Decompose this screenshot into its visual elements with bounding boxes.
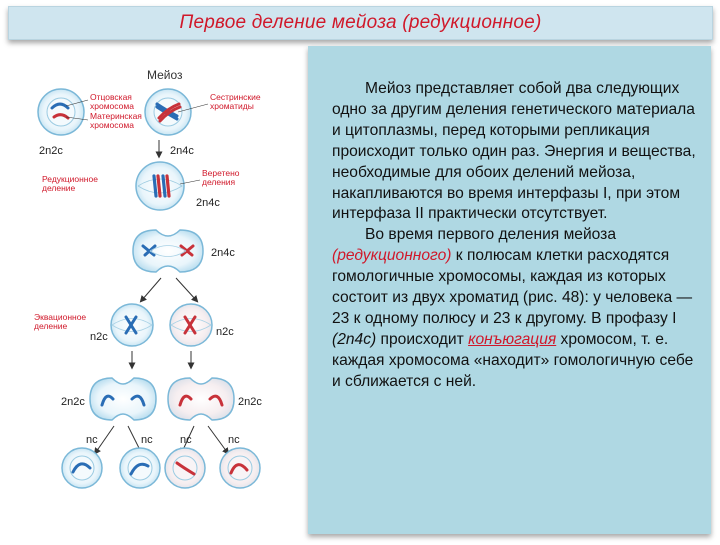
formula-final-3: nc <box>180 434 192 446</box>
formula-final-1: nc <box>86 434 98 446</box>
cell-telophase-ii-right <box>167 377 235 421</box>
formula-eq-right: n2c <box>216 326 234 338</box>
figure-heading: Мейоз <box>147 68 183 82</box>
paternal-chromosome <box>50 102 70 110</box>
cell-telophase-ii-left <box>89 377 157 421</box>
cell-interphase <box>37 88 85 136</box>
term-conjugation: конъюгация <box>468 330 557 348</box>
formula-cell1: 2n2c <box>39 145 63 157</box>
gamete-1 <box>61 447 103 489</box>
formula-cell2: 2n4c <box>170 145 194 157</box>
formula-dividing-left: 2n2c <box>61 396 85 408</box>
label-maternal: Материнская хромосома <box>90 111 144 130</box>
formula-prophase: (2n4c) <box>332 330 377 348</box>
body-text: Мейоз представляет собой два следующих о… <box>332 79 700 393</box>
term-reductional: (редукционного) <box>332 247 452 265</box>
cell-anaphase-i <box>132 229 204 273</box>
paragraph-1: Мейоз представляет собой два следующих о… <box>332 80 696 223</box>
formula-final-2: nc <box>141 434 153 446</box>
meiosis-diagram: Мейоз Отцовская хромосома Материнская хр… <box>34 68 263 489</box>
cell-metaphase-ii-right <box>169 303 213 347</box>
gamete-4 <box>219 447 261 489</box>
formula-cell4: 2n4c <box>211 247 235 259</box>
page-title: Первое деление мейоза (редукционное) <box>179 12 542 33</box>
formula-final-4: nc <box>228 434 240 446</box>
cell-replicated <box>144 88 192 136</box>
label-reductional: Редукционное деление <box>42 174 100 193</box>
formula-dividing-right: 2n2c <box>238 396 262 408</box>
paragraph-2: Во время первого деления мейоза (редукци… <box>332 226 694 390</box>
gamete-3 <box>164 447 206 489</box>
text-panel: Мейоз представляет собой два следующих о… <box>308 46 711 534</box>
gamete-2 <box>119 447 161 489</box>
label-sister: Сестринские хроматиды <box>210 92 263 111</box>
label-spindle: Веретено деления <box>202 168 242 187</box>
cell-metaphase-ii-left <box>110 303 154 347</box>
title-bar: Первое деление мейоза (редукционное) <box>8 6 713 40</box>
label-equational: Эквационное деление <box>34 312 89 331</box>
label-paternal: Отцовская хромосома <box>90 92 134 111</box>
formula-cell3: 2n4c <box>196 197 220 209</box>
cell-metaphase-i <box>135 161 185 211</box>
formula-eq-left: n2c <box>90 331 108 343</box>
meiosis-figure: Мейоз Отцовская хромосома Материнская хр… <box>30 60 305 540</box>
